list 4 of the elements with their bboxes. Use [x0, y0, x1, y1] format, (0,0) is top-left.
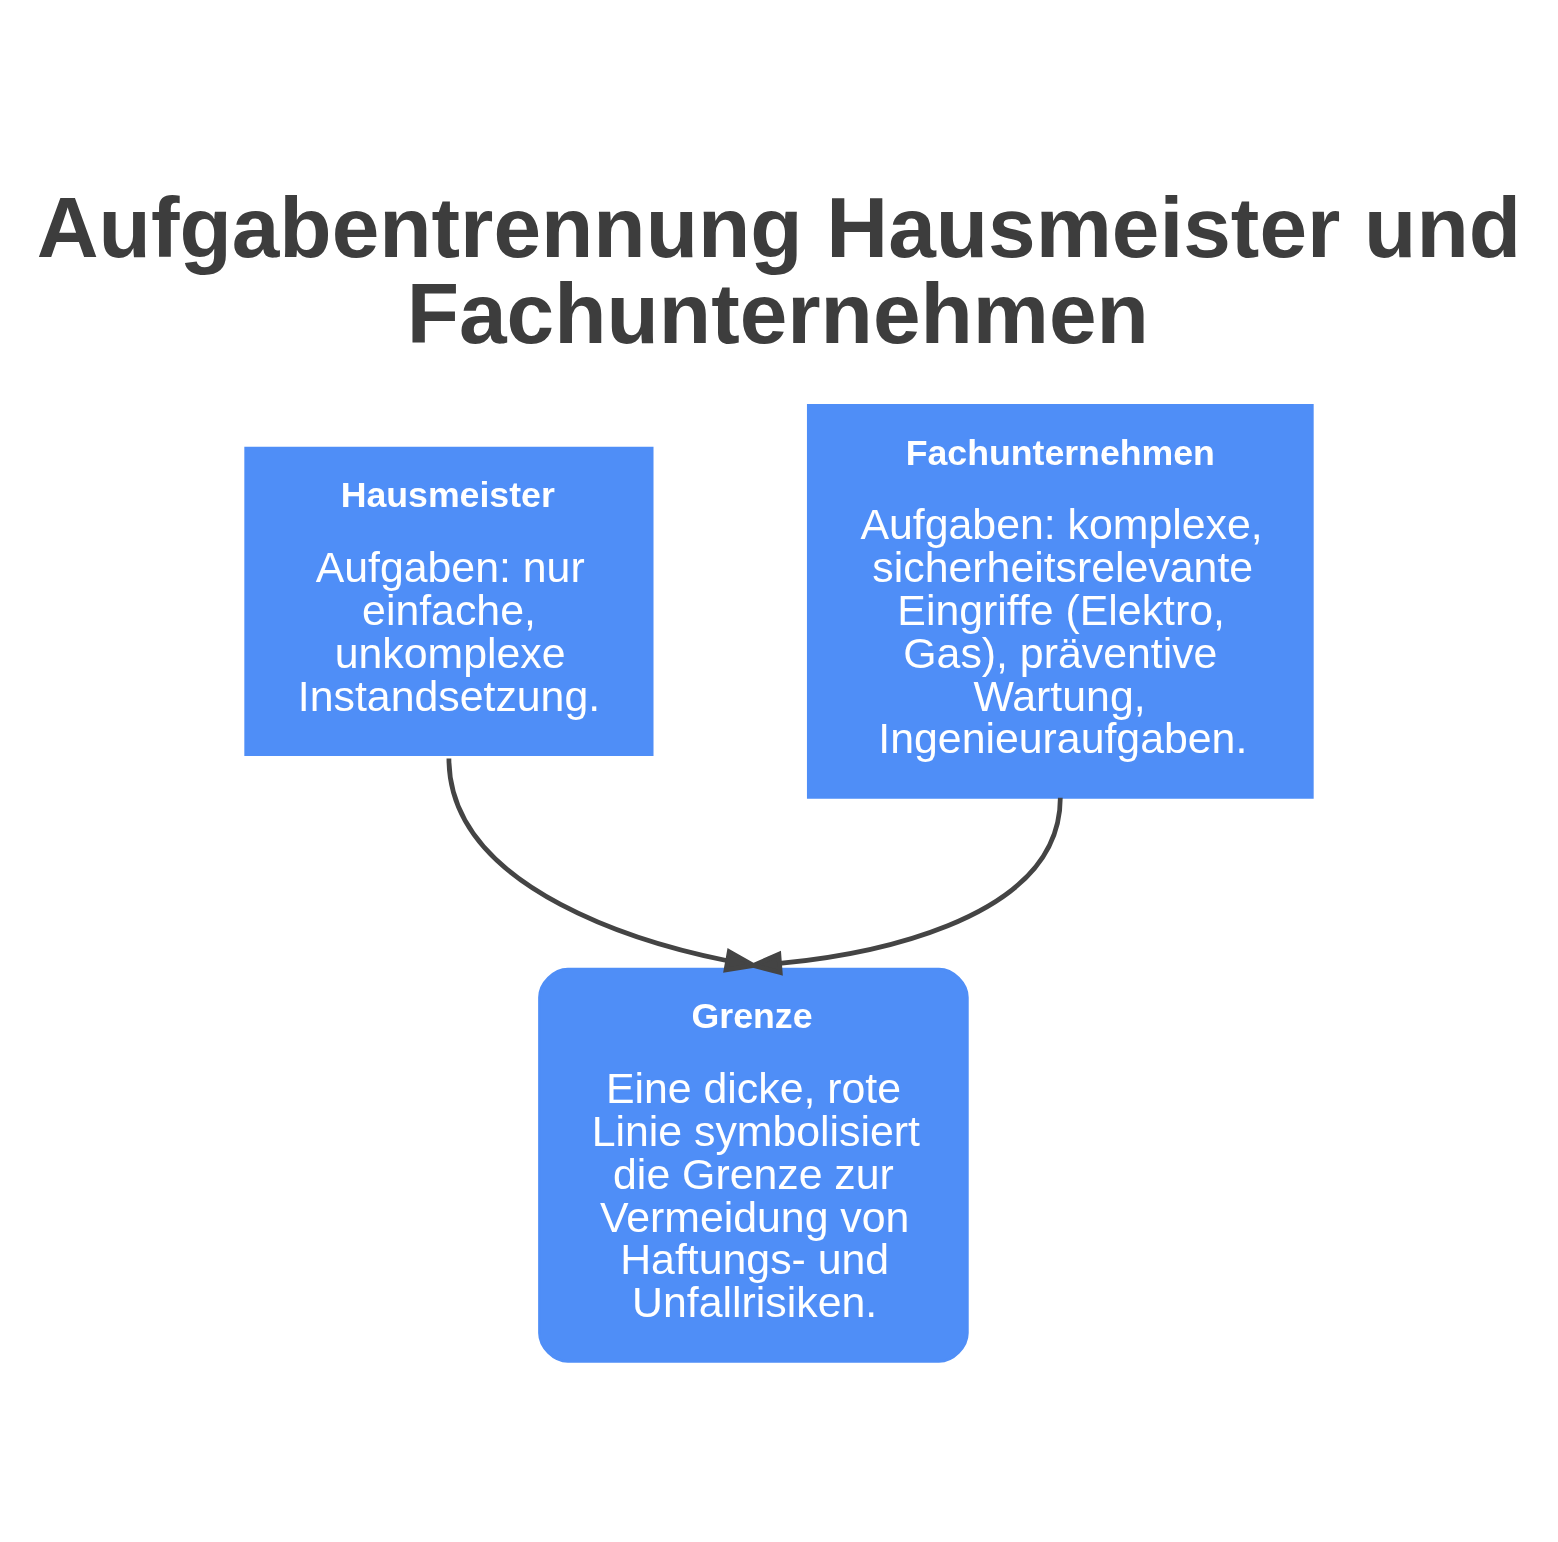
node-box: Hausmeister Aufgaben: nur einfache, unkomplexe Instandsetzung.	[244, 446, 654, 756]
diagram-title: Aufgabentrennung Hausmeister und Fachunternehmen	[36, 178, 1522, 361]
node-box: Grenze Eine dicke, rote Linie symbolisiert die Grenze zur Vermeidung von Haftungs- und Unfallrisiken.	[538, 967, 969, 1363]
node-box: Fachunternehmen Aufgaben: komplexe, sicherheitsrelevante Eingriffe (Elektro, Gas), präventive Wartung, Ingenieuraufgaben.	[806, 403, 1314, 799]
